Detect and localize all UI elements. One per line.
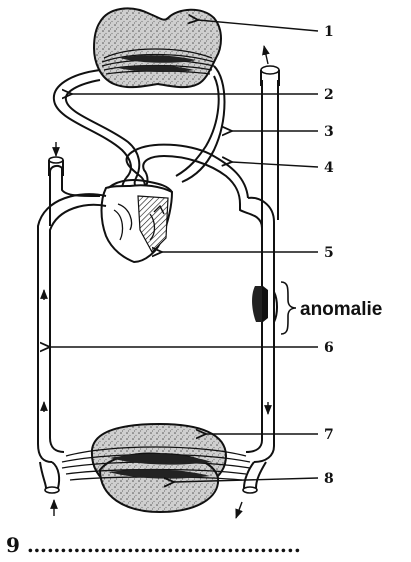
question-9-blank: 9 ………………………………….. xyxy=(6,533,301,557)
anomalie-label: anomalie xyxy=(300,299,382,320)
label-8: 8 xyxy=(324,471,334,487)
label-2: 2 xyxy=(324,87,334,103)
anomalie-brace xyxy=(281,282,296,334)
heart-organ xyxy=(102,180,173,262)
label-7: 7 xyxy=(324,427,334,443)
label-6: 6 xyxy=(324,340,334,356)
pulmonary-artery-loop xyxy=(54,66,248,204)
label-4: 4 xyxy=(324,160,334,176)
tissue-organ xyxy=(62,424,250,512)
label-1: 1 xyxy=(324,24,334,40)
left-systemic-vessel xyxy=(38,142,106,462)
label-3: 3 xyxy=(324,124,334,140)
right-systemic-vessel xyxy=(240,46,279,462)
label-5: 5 xyxy=(324,245,334,261)
